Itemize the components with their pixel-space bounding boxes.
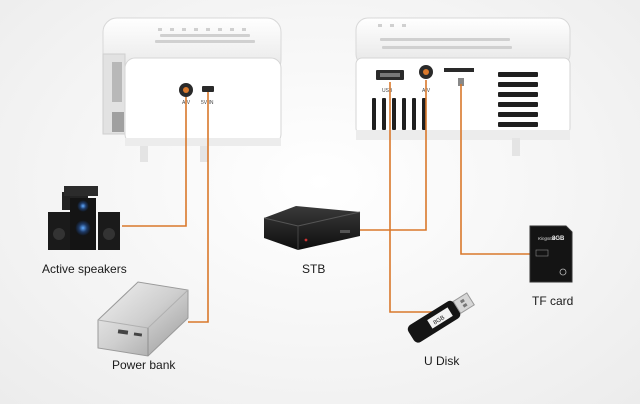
line-power-bank xyxy=(188,92,209,323)
label-u-disk: U Disk xyxy=(424,354,460,368)
svg-text:8GB: 8GB xyxy=(433,315,446,326)
tf-slot xyxy=(444,68,474,72)
label-tf-card: TF card xyxy=(532,294,574,308)
line-speakers xyxy=(122,97,187,227)
line-stb xyxy=(358,80,427,231)
port-label-usb: USB xyxy=(382,88,393,94)
label-active-speakers: Active speakers xyxy=(42,262,127,276)
projector-left: A/V 5V IN xyxy=(102,17,282,162)
svg-text:Kingston: Kingston xyxy=(538,236,556,241)
speakers-icon xyxy=(48,186,120,250)
projector-right-vent xyxy=(498,72,538,127)
projector-right: USB A/V xyxy=(355,17,571,156)
set-top-box-icon xyxy=(263,206,361,250)
connector-lines xyxy=(122,80,530,323)
label-stb: STB xyxy=(302,262,326,276)
line-usb xyxy=(389,82,432,313)
usb-drive-icon: 8GB xyxy=(407,292,475,343)
power-bank-icon xyxy=(97,281,189,357)
svg-text:8GB: 8GB xyxy=(552,236,565,242)
projector-right-ports-slats xyxy=(372,98,426,130)
projector-left-vents xyxy=(155,28,255,43)
sd-card-icon: Kingston 8GB xyxy=(529,225,573,283)
line-tf xyxy=(460,84,530,255)
dc-in-port xyxy=(202,86,214,92)
label-power-bank: Power bank xyxy=(112,358,176,372)
